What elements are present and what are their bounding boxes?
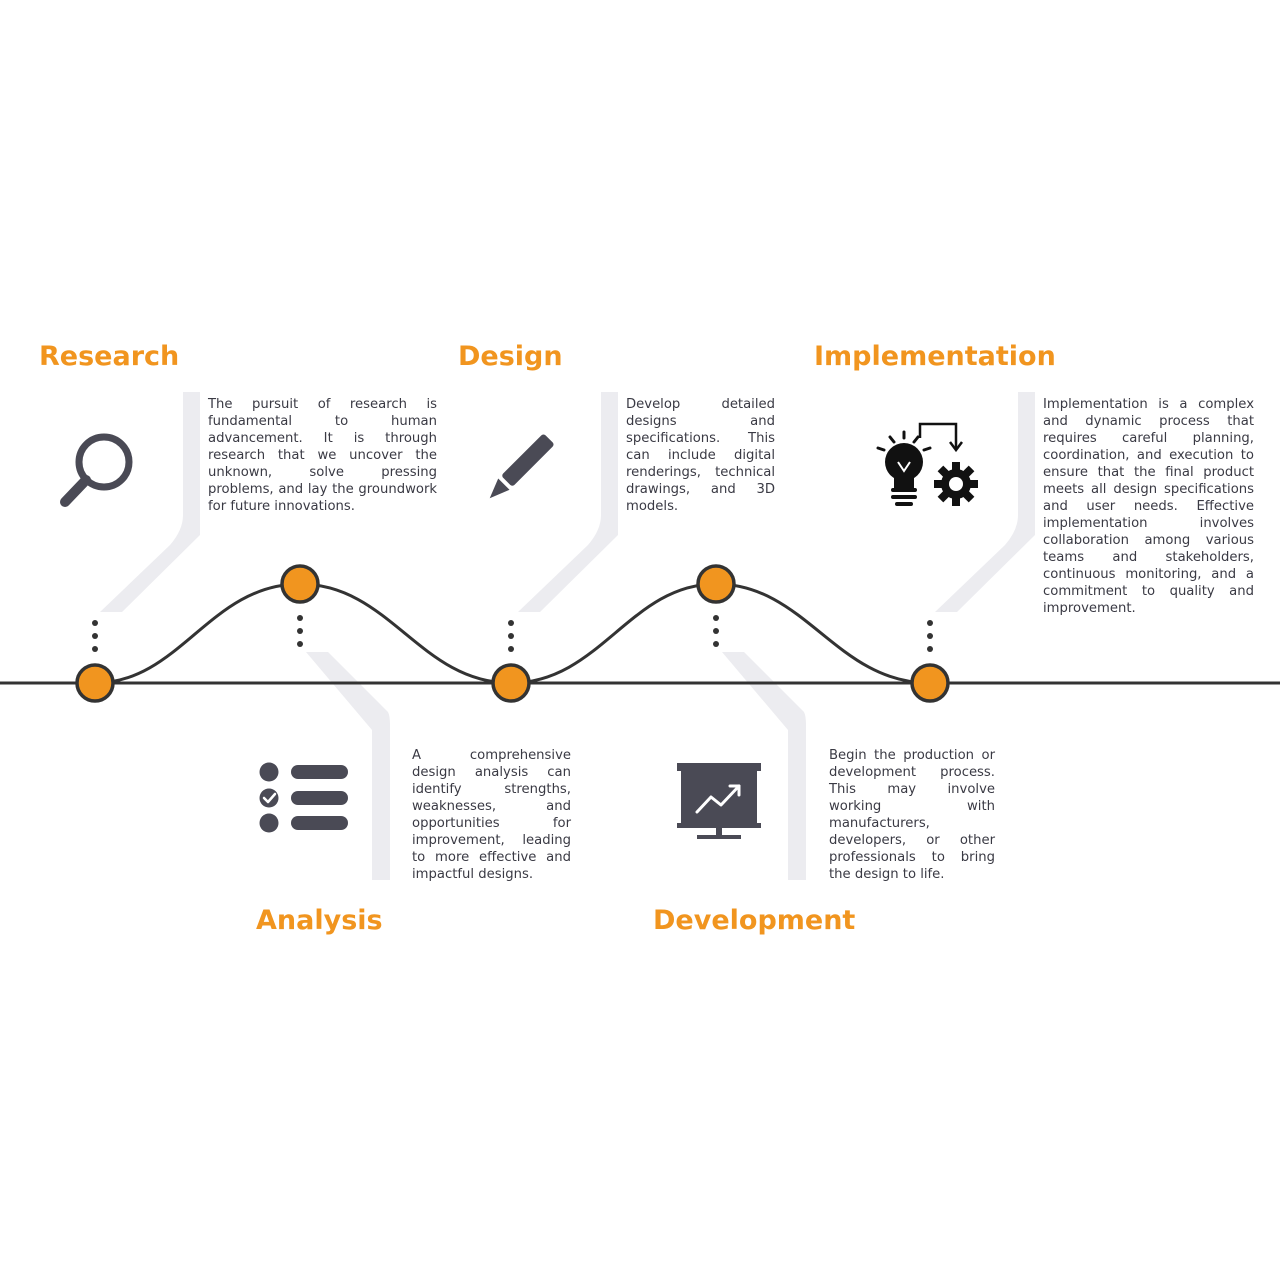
panel-shadows-bottom xyxy=(306,652,806,880)
node-development xyxy=(696,564,736,604)
checklist-icon xyxy=(259,762,348,833)
analysis-description: A comprehensive design analysis can iden… xyxy=(412,748,571,882)
design-title: Design xyxy=(458,341,563,372)
magnifier-icon xyxy=(60,433,133,507)
pencil-icon xyxy=(489,434,554,499)
node-analysis xyxy=(280,564,320,604)
node-design xyxy=(491,663,531,703)
panel-shadows-top xyxy=(100,392,1035,612)
design-description: Develop detailed designs and specificati… xyxy=(626,397,775,514)
development-title: Development xyxy=(653,905,856,936)
research-title: Research xyxy=(39,341,180,372)
research-description: The pursuit of research is fundamental t… xyxy=(208,397,437,514)
lightbulb-gear-icon xyxy=(876,422,978,506)
node-implementation xyxy=(910,663,950,703)
node-research xyxy=(75,663,115,703)
implementation-description: Implementation is a complex and dynamic … xyxy=(1043,397,1254,616)
implementation-title: Implementation xyxy=(814,341,1056,372)
dotted-connectors xyxy=(92,615,933,652)
presentation-chart-icon xyxy=(677,763,761,839)
analysis-title: Analysis xyxy=(256,905,383,936)
development-description: Begin the production or development proc… xyxy=(829,748,995,882)
